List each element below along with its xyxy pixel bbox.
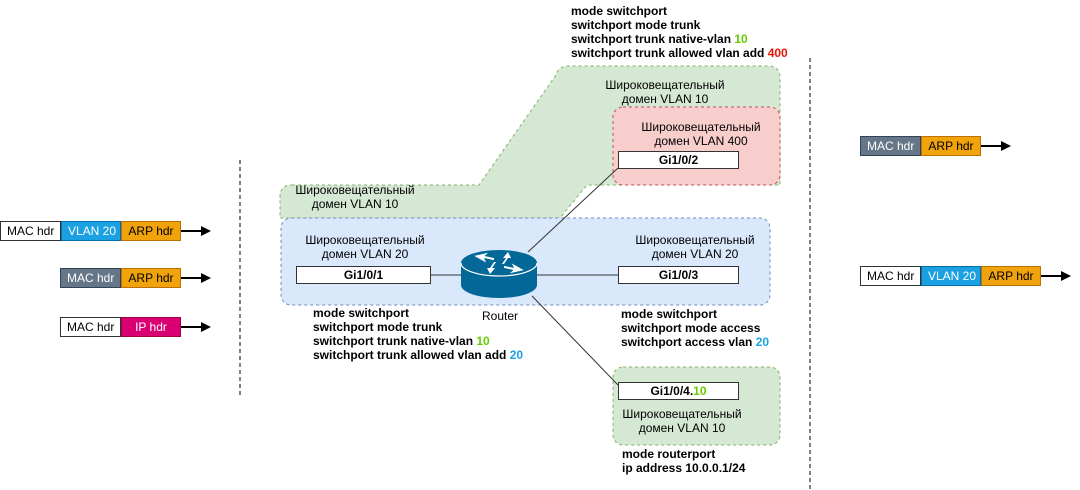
domain-label-line: домен VLAN 20 bbox=[651, 247, 739, 261]
arrow-right-icon bbox=[1041, 266, 1071, 286]
domain-label-line: домен VLAN 10 bbox=[621, 92, 709, 106]
mac-header-segment: MAC hdr bbox=[60, 317, 121, 337]
vlan-tag-segment: VLAN 20 bbox=[61, 221, 121, 241]
native-vlan-value: 10 bbox=[734, 32, 748, 46]
arp-header-segment: ARP hdr bbox=[121, 268, 181, 288]
domain-label-line: домен VLAN 400 bbox=[654, 134, 748, 148]
port-gi1-0-3[interactable]: Gi1/0/3 bbox=[618, 266, 739, 284]
port-gi1-0-2[interactable]: Gi1/0/2 bbox=[618, 151, 739, 169]
config-line: switchport trunk native-vlan 10 bbox=[571, 32, 788, 46]
mac-header-segment: MAC hdr bbox=[0, 221, 61, 241]
vlan400-domain-label: Широковещательный домен VLAN 400 bbox=[626, 120, 776, 148]
config-line: switchport mode trunk bbox=[313, 320, 443, 334]
config-gi1-0-4: mode routerport ip address 10.0.0.1/24 bbox=[622, 447, 745, 475]
link-gi4 bbox=[531, 295, 619, 386]
config-line: switchport mode access bbox=[621, 321, 761, 335]
config-gi1-0-2: mode switchport switchport mode trunk sw… bbox=[571, 4, 788, 60]
arrow-right-icon bbox=[181, 317, 211, 337]
packet-untagged-arp-left: MAC hdr ARP hdr bbox=[60, 268, 211, 288]
config-gi1-0-3: mode switchport switchport mode access s… bbox=[621, 307, 769, 349]
vlan10-bottom-domain-label: Широковещательный домен VLAN 10 bbox=[607, 407, 757, 435]
arrow-right-icon bbox=[181, 268, 211, 288]
link-gi2 bbox=[527, 167, 619, 253]
packet-tagged-arp-right: MAC hdr VLAN 20 ARP hdr bbox=[860, 266, 1071, 286]
arrow-right-icon bbox=[981, 136, 1011, 156]
vlan-tag-segment: VLAN 20 bbox=[921, 266, 981, 286]
arp-header-segment: ARP hdr bbox=[981, 266, 1041, 286]
domain-label-line: Широковещательный bbox=[295, 183, 415, 197]
config-line: switchport mode trunk bbox=[571, 18, 701, 32]
ip-header-segment: IP hdr bbox=[121, 317, 181, 337]
router-icon bbox=[460, 250, 538, 298]
arrow-right-icon bbox=[181, 221, 211, 241]
router-label: Router bbox=[481, 309, 519, 323]
domain-label-line: домен VLAN 10 bbox=[311, 197, 399, 211]
config-line: switchport access vlan 20 bbox=[621, 335, 769, 349]
config-line: mode routerport bbox=[622, 447, 716, 461]
config-line: switchport trunk native-vlan 10 bbox=[313, 334, 523, 348]
arp-header-segment: ARP hdr bbox=[121, 221, 181, 241]
config-text: switchport trunk allowed vlan add bbox=[313, 348, 510, 362]
native-vlan-value: 10 bbox=[476, 334, 490, 348]
domain-label-line: Широковещательный bbox=[605, 78, 725, 92]
arp-header-segment: ARP hdr bbox=[921, 136, 981, 156]
config-line: mode switchport bbox=[621, 307, 718, 321]
mac-header-segment: MAC hdr bbox=[860, 266, 921, 286]
allowed-vlan-value: 400 bbox=[767, 46, 788, 60]
packet-untagged-arp-right: MAC hdr ARP hdr bbox=[860, 136, 1011, 156]
config-line: switchport trunk allowed vlan add 20 bbox=[313, 348, 523, 362]
domain-label-line: домен VLAN 10 bbox=[638, 421, 726, 435]
access-vlan-value: 20 bbox=[755, 335, 770, 349]
config-text: switchport access vlan bbox=[621, 335, 756, 349]
packet-ip-left: MAC hdr IP hdr bbox=[60, 317, 211, 337]
config-gi1-0-1: mode switchport switchport mode trunk sw… bbox=[313, 306, 523, 362]
packet-tagged-arp-left: MAC hdr VLAN 20 ARP hdr bbox=[0, 221, 211, 241]
allowed-vlan-value: 20 bbox=[509, 348, 524, 362]
domain-label-line: Широковещательный bbox=[622, 407, 742, 421]
vlan20-right-domain-label: Широковещательный домен VLAN 20 bbox=[620, 233, 770, 261]
subinterface-vlan-id: 10 bbox=[693, 384, 707, 398]
port-name-prefix: Gi1/0/4. bbox=[650, 384, 694, 398]
config-line: ip address 10.0.0.1/24 bbox=[622, 461, 746, 475]
vlan10-top-domain-label: Широковещательный домен VLAN 10 bbox=[590, 78, 740, 106]
config-line: switchport trunk allowed vlan add 400 bbox=[571, 46, 788, 60]
domain-label-line: домен VLAN 20 bbox=[321, 247, 409, 261]
domain-label-line: Широковещательный bbox=[641, 120, 761, 134]
config-text: switchport trunk native-vlan bbox=[571, 32, 735, 46]
config-line: mode switchport bbox=[313, 306, 410, 320]
domain-label-line: Широковещательный bbox=[635, 233, 755, 247]
config-text: switchport trunk allowed vlan add bbox=[571, 46, 768, 60]
vlan20-left-domain-label: Широковещательный домен VLAN 20 bbox=[290, 233, 440, 261]
port-gi1-0-1[interactable]: Gi1/0/1 bbox=[296, 266, 431, 284]
port-gi1-0-4-10[interactable]: Gi1/0/4.10 bbox=[618, 382, 739, 400]
config-text: switchport trunk native-vlan bbox=[313, 334, 477, 348]
vlan10-left-domain-label: Широковещательный домен VLAN 10 bbox=[280, 183, 430, 211]
config-line: mode switchport bbox=[571, 4, 668, 18]
domain-label-line: Широковещательный bbox=[305, 233, 425, 247]
mac-header-segment: MAC hdr bbox=[60, 268, 121, 288]
mac-header-segment: MAC hdr bbox=[860, 136, 921, 156]
